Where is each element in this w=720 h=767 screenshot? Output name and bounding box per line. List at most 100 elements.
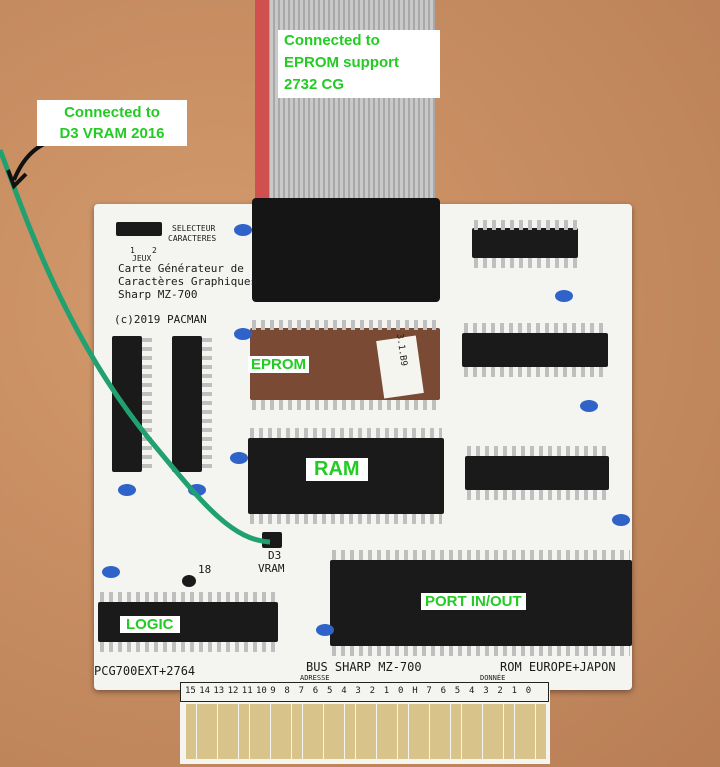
bus-bit-label: H	[412, 686, 418, 696]
edge-finger	[292, 704, 302, 759]
silk-model: PCG700EXT+2764	[94, 664, 196, 678]
edge-finger	[461, 704, 472, 759]
bus-bit-label: 15	[185, 686, 196, 696]
edge-finger	[313, 704, 324, 759]
edge-finger	[419, 704, 430, 759]
edge-finger	[186, 704, 196, 759]
edge-finger	[408, 704, 419, 759]
edge-finger	[387, 704, 398, 759]
capacitor	[555, 290, 573, 302]
annotation-d3-vram: Connected to D3 VRAM 2016	[37, 100, 187, 146]
capacitor	[234, 328, 252, 340]
bus-bit-label: 7	[298, 686, 305, 696]
edge-finger	[514, 704, 525, 759]
arrow-icon	[12, 138, 56, 181]
bus-bit-label: 1	[383, 686, 390, 696]
bus-bit-label: 5	[327, 686, 333, 696]
edge-finger	[207, 704, 218, 759]
capacitor	[612, 514, 630, 526]
bus-bit-label: 6	[312, 686, 319, 696]
edge-finger	[535, 704, 546, 759]
bus-bit-label: 9	[270, 686, 276, 696]
edge-finger	[429, 704, 440, 759]
silk-title-2: Caractères Graphiques	[118, 275, 258, 288]
label-logic: LOGIC	[120, 616, 180, 633]
bus-bit-label: 13	[213, 686, 225, 696]
silk-adresse: ADRESSE	[300, 674, 330, 682]
bus-bit-label: 5	[454, 686, 461, 696]
bus-bit-label: 11	[241, 686, 253, 696]
bus-bit-label: 3	[355, 686, 361, 696]
bus-bit-label: 0	[398, 686, 404, 696]
edge-finger	[504, 704, 514, 759]
silk-vram: VRAM	[258, 562, 285, 575]
edge-finger	[323, 704, 334, 759]
edge-finger	[472, 704, 483, 759]
edge-finger	[239, 704, 249, 759]
edge-finger	[376, 704, 387, 759]
bus-bit-label: 1	[511, 686, 518, 696]
bus-bit-label: 2	[497, 686, 503, 696]
edge-finger	[482, 704, 493, 759]
edge-finger	[355, 704, 366, 759]
bus-bit-label: 0	[525, 686, 532, 696]
silk-donnee: DONNÉE	[480, 674, 506, 682]
silk-d3: D3	[268, 549, 282, 562]
edge-finger	[451, 704, 461, 759]
silk-copyright: (c)2019 PACMAN	[114, 313, 207, 326]
bus-bit-label: 8	[284, 686, 290, 696]
capacitor	[102, 566, 120, 578]
eprom-support-connector	[252, 198, 440, 302]
edge-finger	[281, 704, 292, 759]
led	[182, 575, 196, 587]
chip-right-1	[462, 333, 608, 367]
silk-caracteres: CARACTERES	[168, 234, 217, 243]
silk-num-2: 2	[152, 246, 157, 255]
capacitor	[230, 452, 248, 464]
chip-top-right	[472, 228, 578, 258]
annotation-eprom-support: Connected to EPROM support 2732 CG	[278, 30, 440, 98]
edge-finger	[366, 704, 377, 759]
chip-left-1	[112, 336, 142, 472]
label-ram: RAM	[306, 458, 368, 481]
capacitor	[234, 224, 252, 236]
edge-finger	[260, 704, 271, 759]
silk-jeux: JEUX	[132, 254, 152, 263]
silk-selector: SELECTEUR	[172, 224, 216, 233]
edge-finger	[228, 704, 239, 759]
bus-bit-label: 2	[369, 686, 376, 696]
silk-title-1: Carte Générateur de	[118, 262, 244, 275]
edge-finger	[345, 704, 355, 759]
capacitor	[580, 400, 598, 412]
jumper	[116, 222, 162, 236]
edge-finger	[249, 704, 260, 759]
edge-finger	[398, 704, 408, 759]
capacitor	[316, 624, 334, 636]
bus-bit-label: 3	[483, 686, 489, 696]
silk-title-3: Sharp MZ-700	[118, 288, 198, 301]
bus-bit-label: 12	[227, 686, 239, 696]
silk-num-1: 1	[130, 246, 135, 255]
label-port: PORT IN/OUT	[421, 593, 526, 610]
chip-left-2	[172, 336, 202, 472]
edge-finger	[334, 704, 345, 759]
chip-right-2	[465, 456, 609, 490]
edge-finger	[196, 704, 207, 759]
bus-bit-label: 4	[469, 686, 475, 696]
edge-finger	[440, 704, 451, 759]
bus-bit-label: 10	[256, 686, 267, 696]
edge-finger	[525, 704, 536, 759]
bus-bit-label: 14	[199, 686, 211, 696]
capacitor	[118, 484, 136, 496]
bus-bit-label: 4	[341, 686, 347, 696]
silk-18: 18	[198, 563, 212, 576]
edge-finger	[217, 704, 228, 759]
edge-finger	[302, 704, 313, 759]
bus-bit-label: 6	[440, 686, 447, 696]
bus-pinout-box	[180, 682, 549, 702]
edge-finger	[493, 704, 504, 759]
label-eprom: EPROM	[248, 356, 310, 373]
edge-finger	[270, 704, 281, 759]
bus-bit-label: 7	[426, 686, 432, 696]
silk-rom: ROM EUROPE+JAPON	[500, 660, 616, 674]
